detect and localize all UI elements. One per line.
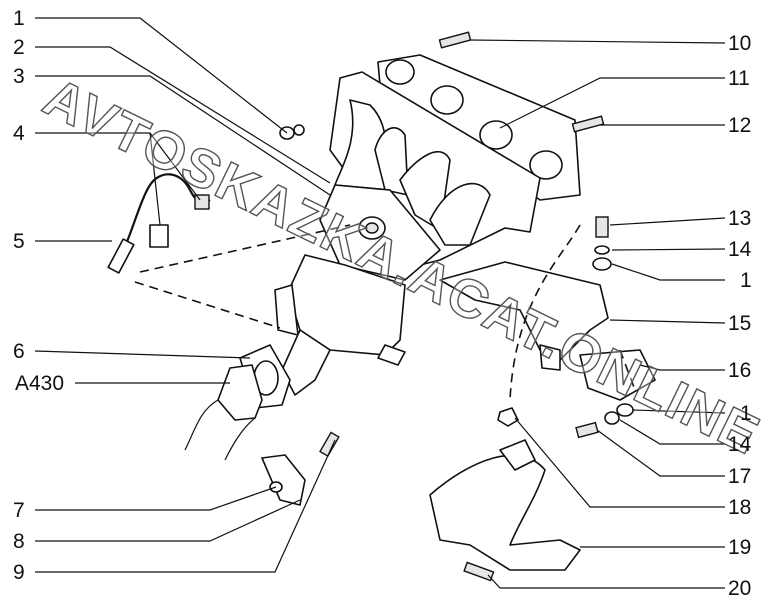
callout-19: 19 [728,536,751,559]
callout-12: 12 [728,114,751,137]
callout-4: 4 [13,122,25,145]
callout-1: 1 [13,7,25,30]
bolt-20 [463,561,495,582]
callout-9: 9 [13,561,25,584]
callout-1-lower: 1 [740,402,752,425]
leader-lines [34,17,726,589]
nut-18 [497,407,519,427]
assembly-arrows [134,224,636,401]
bolt-17 [575,403,634,439]
callout-10: 10 [728,32,751,55]
callout-5: 5 [13,230,25,253]
clamp-plate [261,431,340,506]
nut-2 [279,124,305,140]
stud-12 [571,115,605,133]
lower-heat-shield [429,439,581,571]
callout-20: 20 [728,577,751,600]
heat-shield-bracket [439,261,609,371]
callout-11: 11 [728,67,750,90]
callout-6: 6 [13,340,25,363]
stud-10 [438,31,472,49]
callout-2: 2 [13,36,25,59]
callout-a430: A430 [15,372,64,395]
exhaust-manifold [319,71,541,281]
front-pipe [184,364,263,461]
callout-14-lower: 14 [728,433,752,456]
callout-18: 18 [728,496,751,519]
callout-16: 16 [728,359,751,382]
callout-14: 14 [728,238,752,261]
callout-8: 8 [13,530,25,553]
bolt-13 [592,216,612,271]
manifold-gasket [377,54,581,201]
callout-7: 7 [13,499,25,522]
catalytic-converter [274,254,406,396]
callout-3: 3 [13,65,25,88]
bracket-16 [579,349,656,401]
callout-1-right: 1 [740,269,752,292]
callout-15: 15 [728,312,751,335]
callout-13: 13 [728,207,751,230]
callout-17: 17 [728,465,751,488]
